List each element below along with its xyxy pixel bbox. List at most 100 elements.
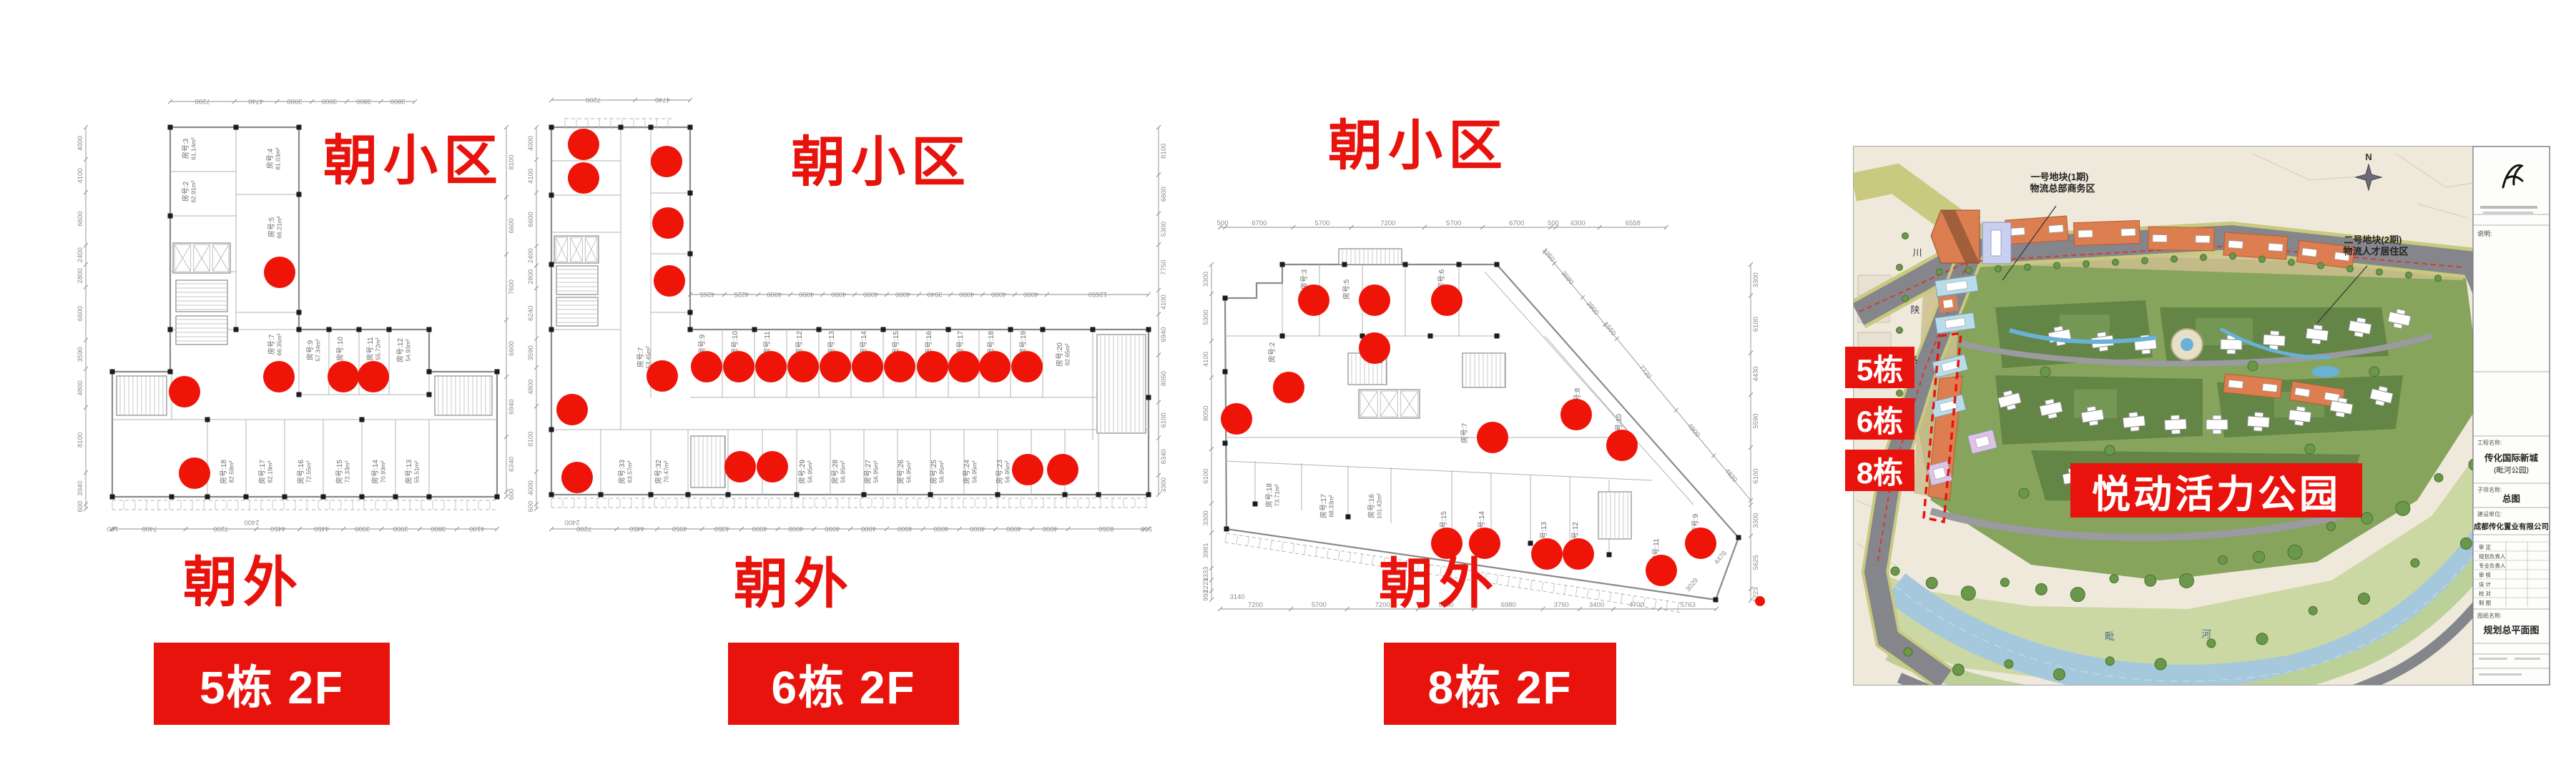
- structural-column: [494, 494, 500, 500]
- drawing-shape: [2096, 331, 2107, 338]
- unit-sold-dot: [568, 162, 599, 194]
- drawing-shape: [584, 237, 598, 262]
- dimension-label: 3800: [431, 525, 446, 533]
- unit-sold-dot: [757, 451, 788, 482]
- unit-sold-dot: [1011, 351, 1043, 382]
- residential-tower: [2039, 398, 2063, 420]
- dimension-label: 6558: [1626, 219, 1641, 227]
- dimension-label: 7200: [576, 525, 591, 533]
- drawing-shape: [2305, 327, 2329, 342]
- title-subitem-label: 子项名称:: [2477, 486, 2502, 493]
- room-label: 房号:11: [762, 331, 772, 355]
- dimension-label: 3300: [1202, 272, 1210, 287]
- unit-sold-dot: [948, 351, 980, 382]
- dimension-label: 4800: [77, 380, 84, 395]
- tree: [1890, 566, 1900, 576]
- tree: [2112, 258, 2119, 266]
- room-number: 房号:14: [859, 331, 868, 355]
- room-area: 54.93m²: [405, 339, 412, 361]
- drawing-shape: [1975, 435, 1990, 448]
- label-toward-outside-8: 朝外: [1379, 554, 1499, 615]
- unit-sold-dot: [979, 351, 1011, 382]
- room-number: 房号:18: [219, 460, 228, 484]
- drawing-shape: [2098, 345, 2109, 352]
- drawing-shape: [83, 124, 89, 130]
- drawing-shape: [884, 292, 890, 297]
- drawing-shape: [1462, 352, 1506, 388]
- annotation-parcel1: 一号地块(1期): [2031, 172, 2089, 182]
- drawing-shape: [2048, 224, 2064, 234]
- drawing-shape: [2354, 331, 2364, 338]
- dimension-label: 3800: [356, 97, 371, 105]
- drawing-shape: [83, 242, 89, 248]
- room-label: 房号:15: [891, 331, 900, 355]
- structural-column: [549, 124, 554, 130]
- drawing-shape: [503, 374, 509, 380]
- structural-column: [205, 494, 210, 500]
- structural-column: [1736, 535, 1741, 540]
- room-label: 房号:14: [859, 331, 868, 355]
- dimension-label: 4350: [714, 525, 729, 533]
- room-number: 房号:2: [181, 181, 190, 202]
- dimension-label: 6240: [527, 306, 535, 321]
- dimension-label: 3800: [390, 97, 405, 105]
- drawing-shape: [1643, 597, 1646, 607]
- drawing-shape: [1942, 299, 1954, 309]
- structural-column: [687, 310, 693, 315]
- room-number: 房号:17: [257, 460, 267, 484]
- drawing-shape: [1577, 606, 1583, 612]
- room-area: 56.95m²: [807, 460, 814, 482]
- dimension-label: 3940: [927, 290, 942, 298]
- unit-sold-dot: [1431, 284, 1462, 316]
- drawing-shape: [1327, 548, 1329, 558]
- title-table-row: 设 计: [2479, 580, 2492, 588]
- structural-column: [1528, 540, 1533, 546]
- structural-column: [648, 492, 654, 498]
- dimension-label: 7750: [1160, 260, 1168, 275]
- dimension-label: 4000: [1043, 525, 1058, 533]
- dimension-label: 4740: [248, 97, 263, 105]
- residential-tower: [2387, 308, 2412, 330]
- drawing-shape: [2392, 322, 2403, 330]
- tree: [2304, 443, 2316, 455]
- drawing-shape: [555, 237, 569, 262]
- room-number: 房号:7: [267, 334, 276, 355]
- structural-column: [1494, 333, 1500, 339]
- structural-column: [109, 494, 115, 500]
- tree: [2410, 558, 2420, 568]
- structural-column: [386, 327, 392, 332]
- room-number: 房号:11: [762, 331, 772, 355]
- drawing-shape: [2128, 411, 2138, 418]
- tree: [2104, 445, 2115, 456]
- structural-column: [598, 492, 604, 498]
- drawing-shape: [534, 157, 539, 162]
- drawing-shape: [1428, 564, 1431, 574]
- drawing-shape: [1096, 334, 1146, 434]
- dimension-label: 4000: [895, 290, 910, 298]
- structural-column: [296, 124, 302, 130]
- drawing-shape: [1508, 576, 1510, 586]
- drawing-shape: [534, 469, 539, 475]
- drawing-shape: [1209, 578, 1214, 583]
- room-number: 房号:9: [697, 334, 707, 355]
- dimension-label: 5700: [1312, 601, 1327, 609]
- drawing-shape: [916, 292, 922, 297]
- drawing-shape: [1156, 472, 1161, 478]
- drawing-shape: [2078, 229, 2093, 238]
- leader-line: [2316, 265, 2368, 324]
- drawing-shape: [687, 97, 693, 103]
- drawing-shape: [1209, 588, 1214, 594]
- dimension-label: 4000: [970, 525, 985, 533]
- room-number: 房号:32: [654, 460, 663, 484]
- dimension-label: 4000: [77, 136, 84, 151]
